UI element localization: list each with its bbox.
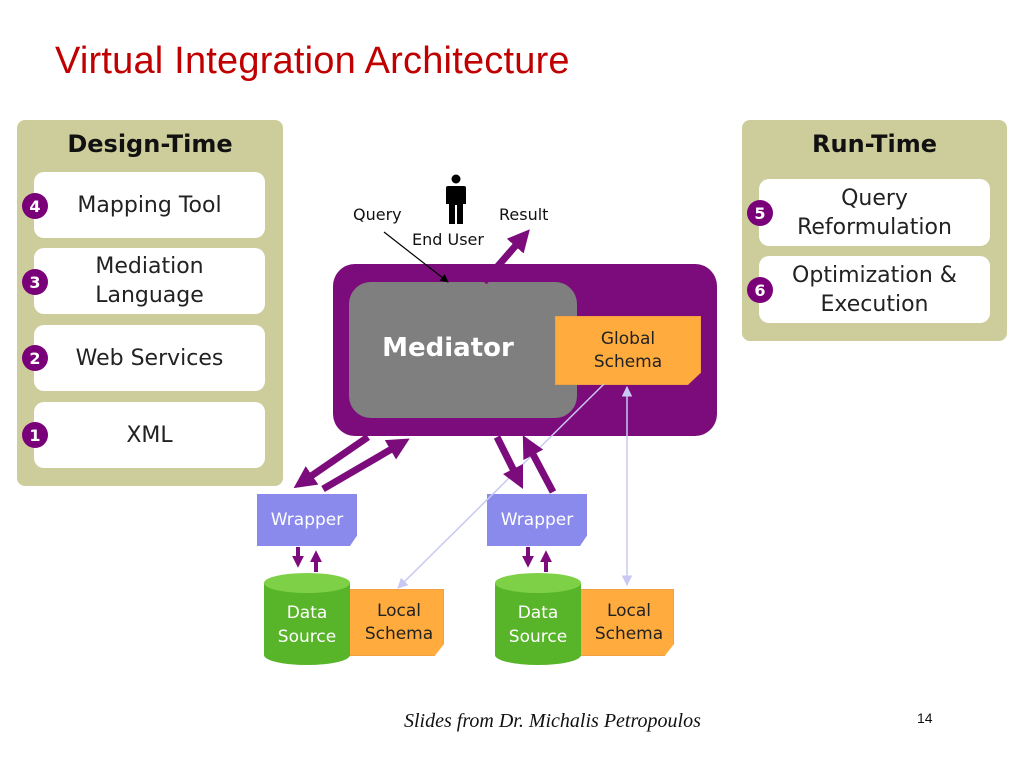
end-user-label: End User [412, 230, 484, 249]
cylinder-bottom [495, 645, 581, 665]
result-label: Result [499, 205, 549, 224]
mediator-box [349, 282, 577, 418]
mapping-tool-label: Mapping Tool [77, 192, 222, 218]
mapping-tool-item: Mapping Tool [34, 172, 265, 238]
local-schema-label-2: Local Schema [594, 600, 664, 644]
local-schema-note-1: Local Schema [340, 589, 444, 656]
cylinder-body [495, 583, 581, 655]
number-badge-4: 4 [22, 193, 48, 219]
number-badge-6: 6 [747, 277, 773, 303]
query-arrow [383, 231, 449, 283]
design-time-panel: Design-Time Mapping Tool Mediation Langu… [17, 120, 283, 486]
page-title: Virtual Integration Architecture [55, 40, 570, 82]
wrapper-to-mediator-arrow-2 [522, 435, 557, 494]
cylinder-top [264, 573, 350, 593]
design-time-heading: Design-Time [67, 130, 233, 158]
cylinder-bottom [264, 645, 350, 665]
local-schema-label-1: Local Schema [364, 600, 434, 644]
xml-item: XML [34, 402, 265, 468]
wrapper-box-2: Wrapper [487, 494, 587, 546]
wrapper-to-mediator-arrow-1 [321, 438, 410, 493]
mediator-label: Mediator [382, 333, 514, 363]
xml-label: XML [126, 422, 173, 448]
number-badge-3: 3 [22, 269, 48, 295]
mediation-language-label: Mediation Language [95, 254, 204, 308]
mediator-to-wrapper-arrow-2 [493, 435, 524, 490]
data-source-cylinder-1: Data Source [264, 573, 350, 665]
number-badge-5: 5 [747, 200, 773, 226]
global-to-local-arrow-1 [397, 383, 605, 589]
data-source-label-2: Data Source [508, 603, 568, 647]
data-source-cylinder-2: Data Source [495, 573, 581, 665]
run-time-panel: Run-Time Query Reformulation Optimizatio… [742, 120, 1007, 341]
result-arrow [481, 229, 530, 285]
slide-credit: Slides from Dr. Michalis Petropoulos [404, 710, 701, 732]
page-number: 14 [917, 710, 933, 726]
wrapper-label-1: Wrapper [270, 510, 344, 530]
query-reformulation-label: Query Reformulation [797, 185, 952, 240]
web-services-item: Web Services [34, 325, 265, 391]
number-badge-2: 2 [22, 345, 48, 371]
data-source-label-1: Data Source [277, 603, 337, 647]
cylinder-body [264, 583, 350, 655]
global-schema-label: Global Schema [593, 328, 663, 372]
query-reformulation-item: Query Reformulation [759, 179, 990, 246]
end-user-icon [446, 174, 466, 224]
cylinder-top [495, 573, 581, 593]
optimization-execution-item: Optimization & Execution [759, 256, 990, 323]
web-services-label: Web Services [75, 345, 224, 371]
mediation-language-item: Mediation Language [34, 248, 265, 314]
optimization-execution-label: Optimization & Execution [792, 262, 957, 317]
number-badge-1: 1 [22, 422, 48, 448]
wrapper-box-1: Wrapper [257, 494, 357, 546]
global-schema-note: Global Schema [555, 316, 701, 385]
run-time-heading: Run-Time [812, 130, 937, 158]
mediator-to-wrapper-arrow-1 [293, 434, 370, 489]
query-label: Query [353, 205, 402, 224]
local-schema-note-2: Local Schema [570, 589, 674, 656]
wrapper-label-2: Wrapper [500, 510, 574, 530]
